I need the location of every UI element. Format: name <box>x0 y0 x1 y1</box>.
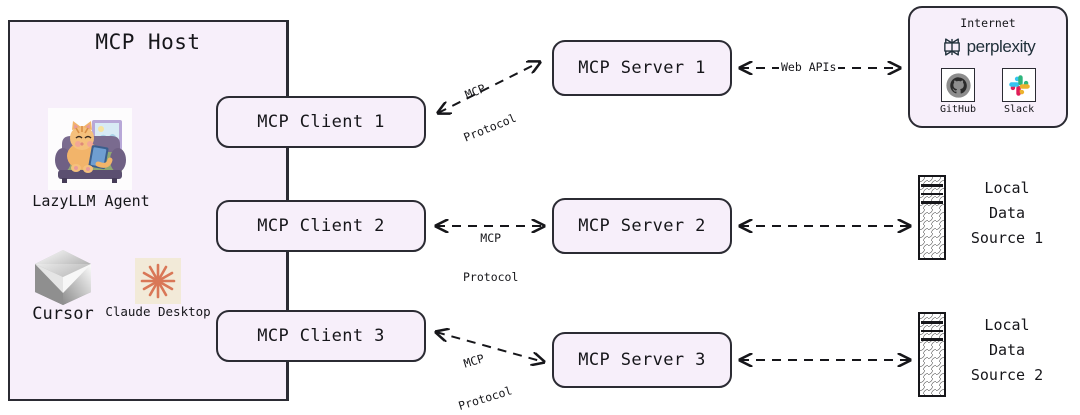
cat-on-sofa-icon <box>48 108 132 190</box>
slack-icon <box>1002 68 1037 102</box>
github-icon <box>941 68 975 102</box>
perplexity-logo: perplexity <box>910 36 1066 58</box>
mcp-host-title: MCP Host <box>95 30 201 54</box>
ds1-line2: Data <box>988 204 1026 222</box>
slack-service[interactable]: Slack <box>1002 68 1037 115</box>
mcp-server-1-node[interactable]: MCP Server 1 <box>552 40 732 96</box>
protocol-label-line2: Protocol <box>456 383 514 413</box>
local-data-source-2-label: Local Data Source 2 <box>952 313 1062 388</box>
mcp-client-1-node[interactable]: MCP Client 1 <box>216 96 426 148</box>
github-label: GitHub <box>939 104 977 115</box>
perplexity-mark-icon <box>943 38 960 56</box>
database-icon-1 <box>918 175 946 260</box>
ds2-line2: Data <box>988 341 1026 359</box>
mcp-protocol-label-1: MCP Protocol <box>438 51 528 168</box>
cursor-cube-icon <box>32 248 94 306</box>
protocol-label-line2: Protocol <box>461 110 519 145</box>
cursor-label: Cursor <box>32 304 94 324</box>
mcp-protocol-label-2: MCP Protocol <box>463 206 518 310</box>
protocol-label-line1: MCP <box>462 81 488 102</box>
mcp-protocol-label-3: MCP Protocol <box>438 322 521 415</box>
mcp-client-2-node[interactable]: MCP Client 2 <box>216 200 426 252</box>
database-lines <box>921 321 943 343</box>
ds1-line3: Source 1 <box>970 229 1044 247</box>
mcp-client-3-node[interactable]: MCP Client 3 <box>216 310 426 362</box>
mcp-server-2-node[interactable]: MCP Server 2 <box>552 198 732 254</box>
internet-title: Internet <box>960 16 1016 30</box>
ds1-line1: Local <box>984 179 1030 197</box>
ds2-line1: Local <box>984 316 1030 334</box>
claude-desktop-label: Claude Desktop <box>105 304 211 319</box>
protocol-label-line1: MCP <box>461 351 486 371</box>
mcp-server-3-node[interactable]: MCP Server 3 <box>552 332 732 388</box>
slack-label: Slack <box>1004 104 1035 115</box>
lazyllm-agent-label: LazyLLM Agent <box>32 192 150 210</box>
protocol-label-line1: MCP <box>480 231 502 245</box>
github-service[interactable]: GitHub <box>940 68 976 115</box>
internet-box: Internet perplexity <box>908 6 1068 128</box>
database-icon-2 <box>918 312 946 397</box>
web-apis-label: Web APIs <box>779 60 839 74</box>
claude-starburst-icon <box>135 258 181 304</box>
database-lines <box>921 184 943 206</box>
local-data-source-1-label: Local Data Source 1 <box>952 176 1062 251</box>
ds2-line3: Source 2 <box>970 366 1044 384</box>
perplexity-wordmark: perplexity <box>966 37 1036 56</box>
internet-services-row: GitHub Slack <box>910 68 1066 115</box>
protocol-label-line2: Protocol <box>463 270 519 284</box>
